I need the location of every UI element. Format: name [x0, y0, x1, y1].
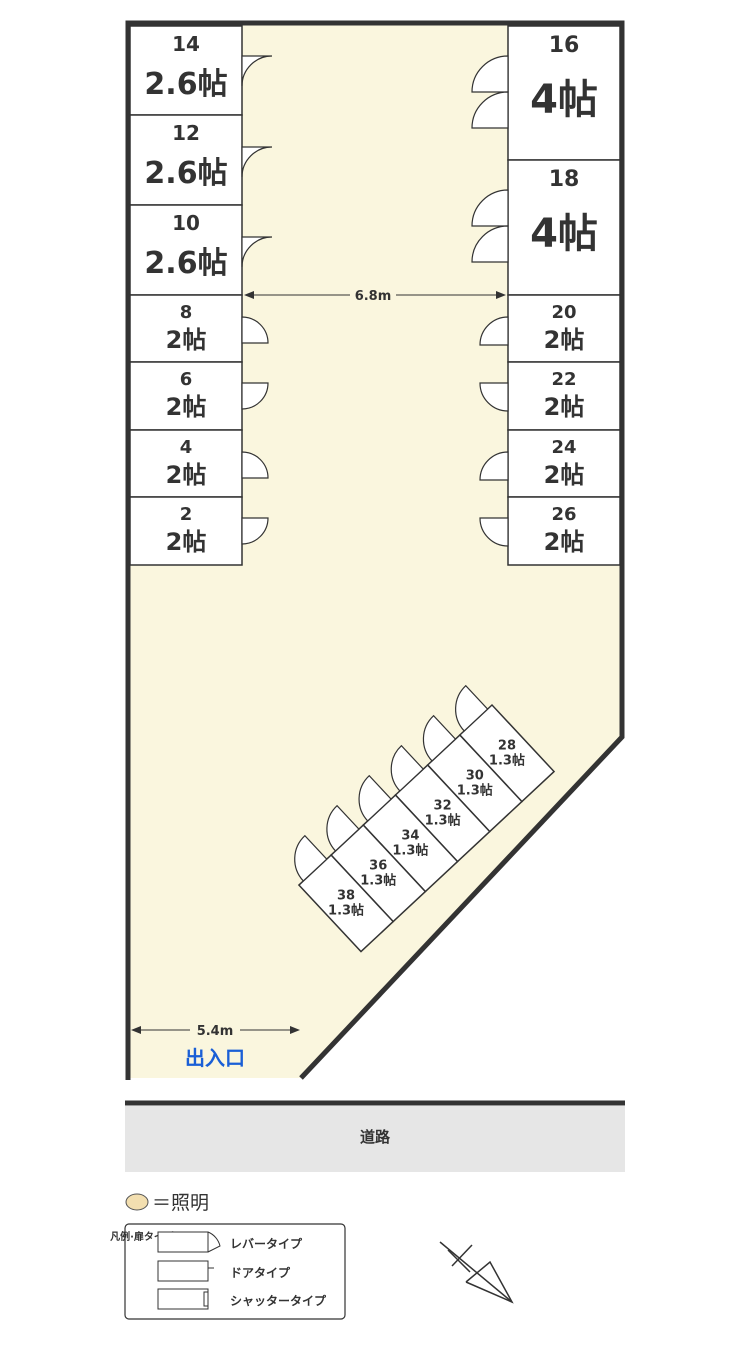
- door-icon: [471, 225, 509, 263]
- light-icon: [125, 1193, 149, 1211]
- unit-18[interactable]: 18 4帖: [507, 159, 621, 296]
- door-icon: [422, 714, 457, 762]
- svg-text:28: 28: [498, 738, 516, 753]
- svg-text:20: 20: [551, 302, 576, 323]
- legend-shutter: シャッタータイプ: [230, 1293, 327, 1308]
- svg-text:1.3帖: 1.3帖: [328, 902, 364, 918]
- door-icon: [241, 236, 273, 268]
- unit-22[interactable]: 22 2帖: [507, 361, 621, 431]
- north-arrow-icon: [439, 1241, 514, 1304]
- door-icon: [471, 55, 509, 93]
- door-icon: [471, 189, 509, 227]
- outer-wall: [125, 20, 625, 1080]
- unit-34[interactable]: 34 1.3帖: [362, 793, 459, 893]
- light-legend-label: ＝照明: [152, 1192, 209, 1214]
- svg-text:22: 22: [551, 369, 576, 390]
- unit-8[interactable]: 8 2帖: [129, 294, 243, 363]
- door-icon: [479, 517, 509, 547]
- entrance-label: 出入口: [185, 1046, 245, 1070]
- svg-text:24: 24: [551, 437, 576, 458]
- unit-20[interactable]: 20 2帖: [507, 294, 621, 363]
- diagonal-units: 28 1.3帖 30 1.3帖 32 1.3帖 34 1.3帖: [294, 684, 556, 953]
- diagonal-doors: [294, 684, 489, 882]
- left-doors: [241, 55, 273, 545]
- door-icon: [241, 382, 269, 410]
- svg-text:2帖: 2帖: [166, 528, 207, 556]
- unit-16[interactable]: 16 4帖: [507, 25, 621, 161]
- svg-text:36: 36: [369, 858, 387, 873]
- road: [125, 1106, 625, 1172]
- svg-text:18: 18: [549, 167, 580, 192]
- door-icon: [241, 451, 269, 479]
- legend-lever: レバータイプ: [230, 1236, 303, 1251]
- door-icon: [241, 517, 269, 545]
- right-doors: [471, 55, 509, 547]
- unit-10[interactable]: 10 2.6帖: [129, 204, 243, 296]
- svg-text:1.3帖: 1.3帖: [360, 872, 396, 888]
- svg-text:6: 6: [180, 369, 193, 390]
- svg-text:14: 14: [172, 32, 200, 56]
- door-icon: [479, 451, 509, 481]
- svg-text:1.3帖: 1.3帖: [392, 842, 428, 858]
- entrance-width-label: 5.4m: [197, 1024, 234, 1039]
- door-icon: [241, 146, 273, 178]
- svg-text:16: 16: [549, 33, 580, 58]
- door-icon: [241, 55, 273, 87]
- svg-text:2帖: 2帖: [166, 393, 207, 421]
- door-icon: [241, 316, 269, 344]
- unit-26[interactable]: 26 2帖: [507, 496, 621, 566]
- svg-text:8: 8: [180, 302, 193, 323]
- legend-door: ドアタイプ: [230, 1265, 291, 1280]
- svg-text:2帖: 2帖: [544, 528, 585, 556]
- svg-text:10: 10: [172, 211, 200, 235]
- svg-text:12: 12: [172, 121, 200, 145]
- unit-6[interactable]: 6 2帖: [129, 361, 243, 431]
- door-icon: [294, 834, 328, 882]
- svg-text:2帖: 2帖: [544, 461, 585, 489]
- door-icon: [358, 774, 392, 822]
- svg-text:2: 2: [180, 504, 193, 525]
- aisle-width-label: 6.8m: [355, 289, 392, 304]
- unit-14[interactable]: 14 2.6帖: [129, 25, 243, 116]
- unit-4[interactable]: 4 2帖: [129, 429, 243, 498]
- door-icon: [479, 316, 509, 346]
- aisle-dimension: [244, 291, 506, 299]
- svg-text:4: 4: [180, 437, 193, 458]
- door-icon: [455, 684, 489, 732]
- unit-38[interactable]: 38 1.3帖: [297, 853, 395, 953]
- svg-text:34: 34: [401, 828, 419, 843]
- door-icon: [390, 744, 425, 792]
- svg-text:2帖: 2帖: [166, 326, 207, 354]
- svg-text:26: 26: [551, 504, 576, 525]
- svg-text:1.3帖: 1.3帖: [489, 752, 525, 768]
- unit-12[interactable]: 12 2.6帖: [129, 114, 243, 206]
- door-icon: [479, 382, 509, 412]
- svg-text:2帖: 2帖: [544, 393, 585, 421]
- svg-text:4帖: 4帖: [530, 211, 598, 257]
- svg-text:2帖: 2帖: [166, 461, 207, 489]
- unit-2[interactable]: 2 2帖: [129, 496, 243, 566]
- svg-text:32: 32: [434, 798, 452, 813]
- svg-text:4帖: 4帖: [530, 77, 598, 123]
- svg-text:1.3帖: 1.3帖: [425, 812, 461, 828]
- road-label: 道路: [360, 1128, 391, 1146]
- svg-text:2.6帖: 2.6帖: [144, 156, 227, 191]
- unit-24[interactable]: 24 2帖: [507, 429, 621, 498]
- entrance-dimension: [131, 1026, 300, 1034]
- svg-text:2.6帖: 2.6帖: [144, 246, 227, 281]
- svg-text:1.3帖: 1.3帖: [457, 782, 493, 798]
- door-icon: [326, 804, 360, 852]
- svg-text:30: 30: [466, 768, 484, 783]
- svg-text:2帖: 2帖: [544, 326, 585, 354]
- svg-text:38: 38: [337, 888, 355, 903]
- door-icon: [471, 91, 509, 129]
- svg-text:2.6帖: 2.6帖: [144, 67, 227, 102]
- door-type-legend: 凡例·扉タイプ レバータイプ ドアタイプ シャッタータイプ: [110, 1223, 346, 1320]
